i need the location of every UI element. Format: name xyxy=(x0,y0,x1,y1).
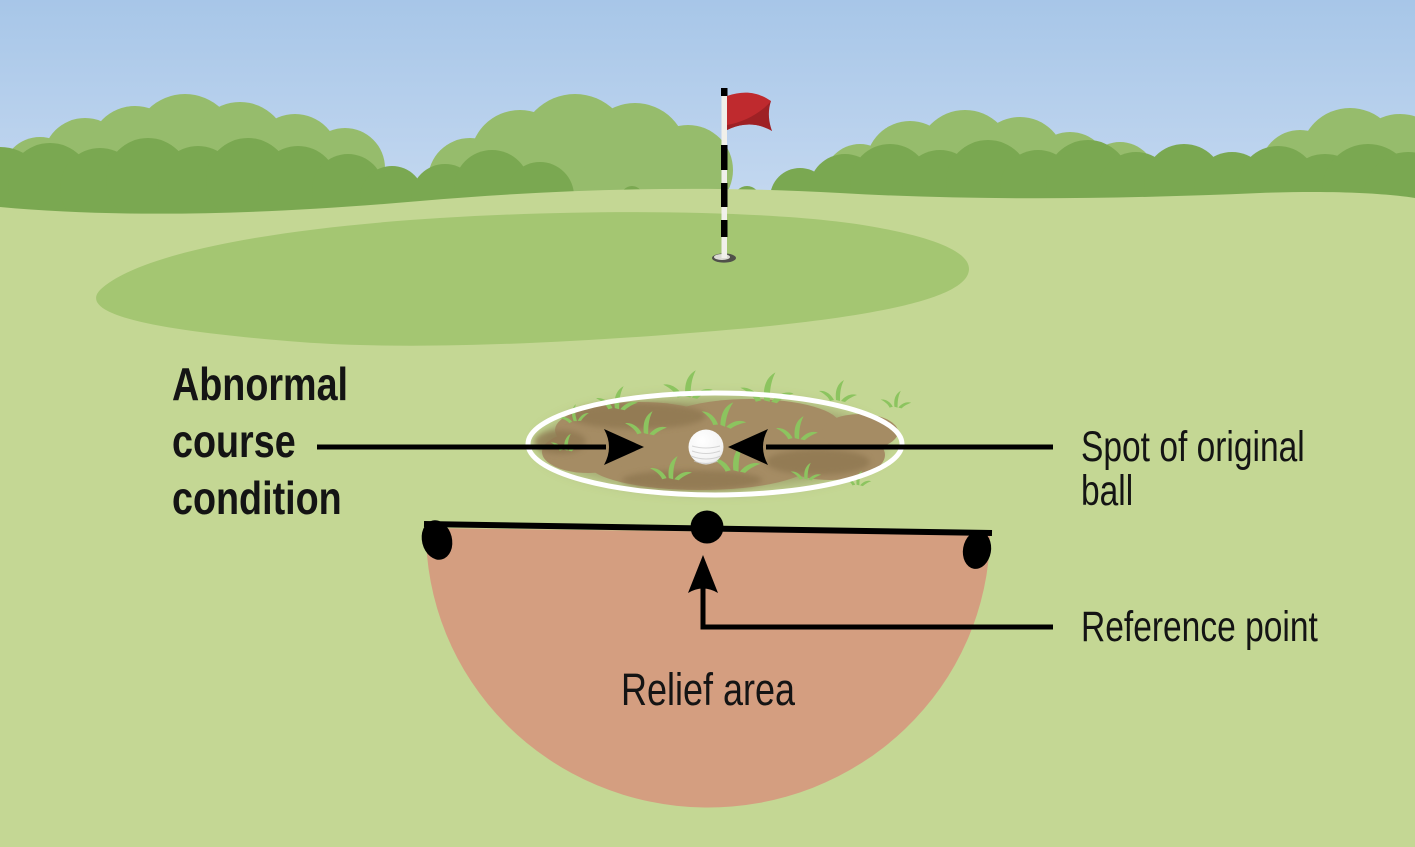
abnormal-condition-patch xyxy=(317,370,1053,498)
measure-line-right-hook xyxy=(962,531,992,569)
putting-green xyxy=(96,212,969,346)
leader-line-reference xyxy=(700,586,1053,630)
measure-line-left-hook xyxy=(421,520,453,560)
golf-ball-icon xyxy=(688,429,724,465)
condition-outline-ellipse xyxy=(525,390,905,498)
pointer-arrow-right xyxy=(728,429,768,465)
reference-up-arrow xyxy=(688,555,1053,630)
label-reference-point: Reference point xyxy=(1081,603,1318,651)
label-relief-area: Relief area xyxy=(620,664,796,715)
pointer-arrow-left xyxy=(604,429,644,465)
flagstick-icon xyxy=(721,88,728,258)
label-abnormal-course-condition: Abnormal course condition xyxy=(172,358,349,524)
flag-icon xyxy=(727,92,772,131)
relief-area-semicircle xyxy=(421,510,1053,808)
label-spot-of-original-ball: Spot of original ball xyxy=(1081,423,1305,515)
reference-point-dot xyxy=(690,510,724,544)
